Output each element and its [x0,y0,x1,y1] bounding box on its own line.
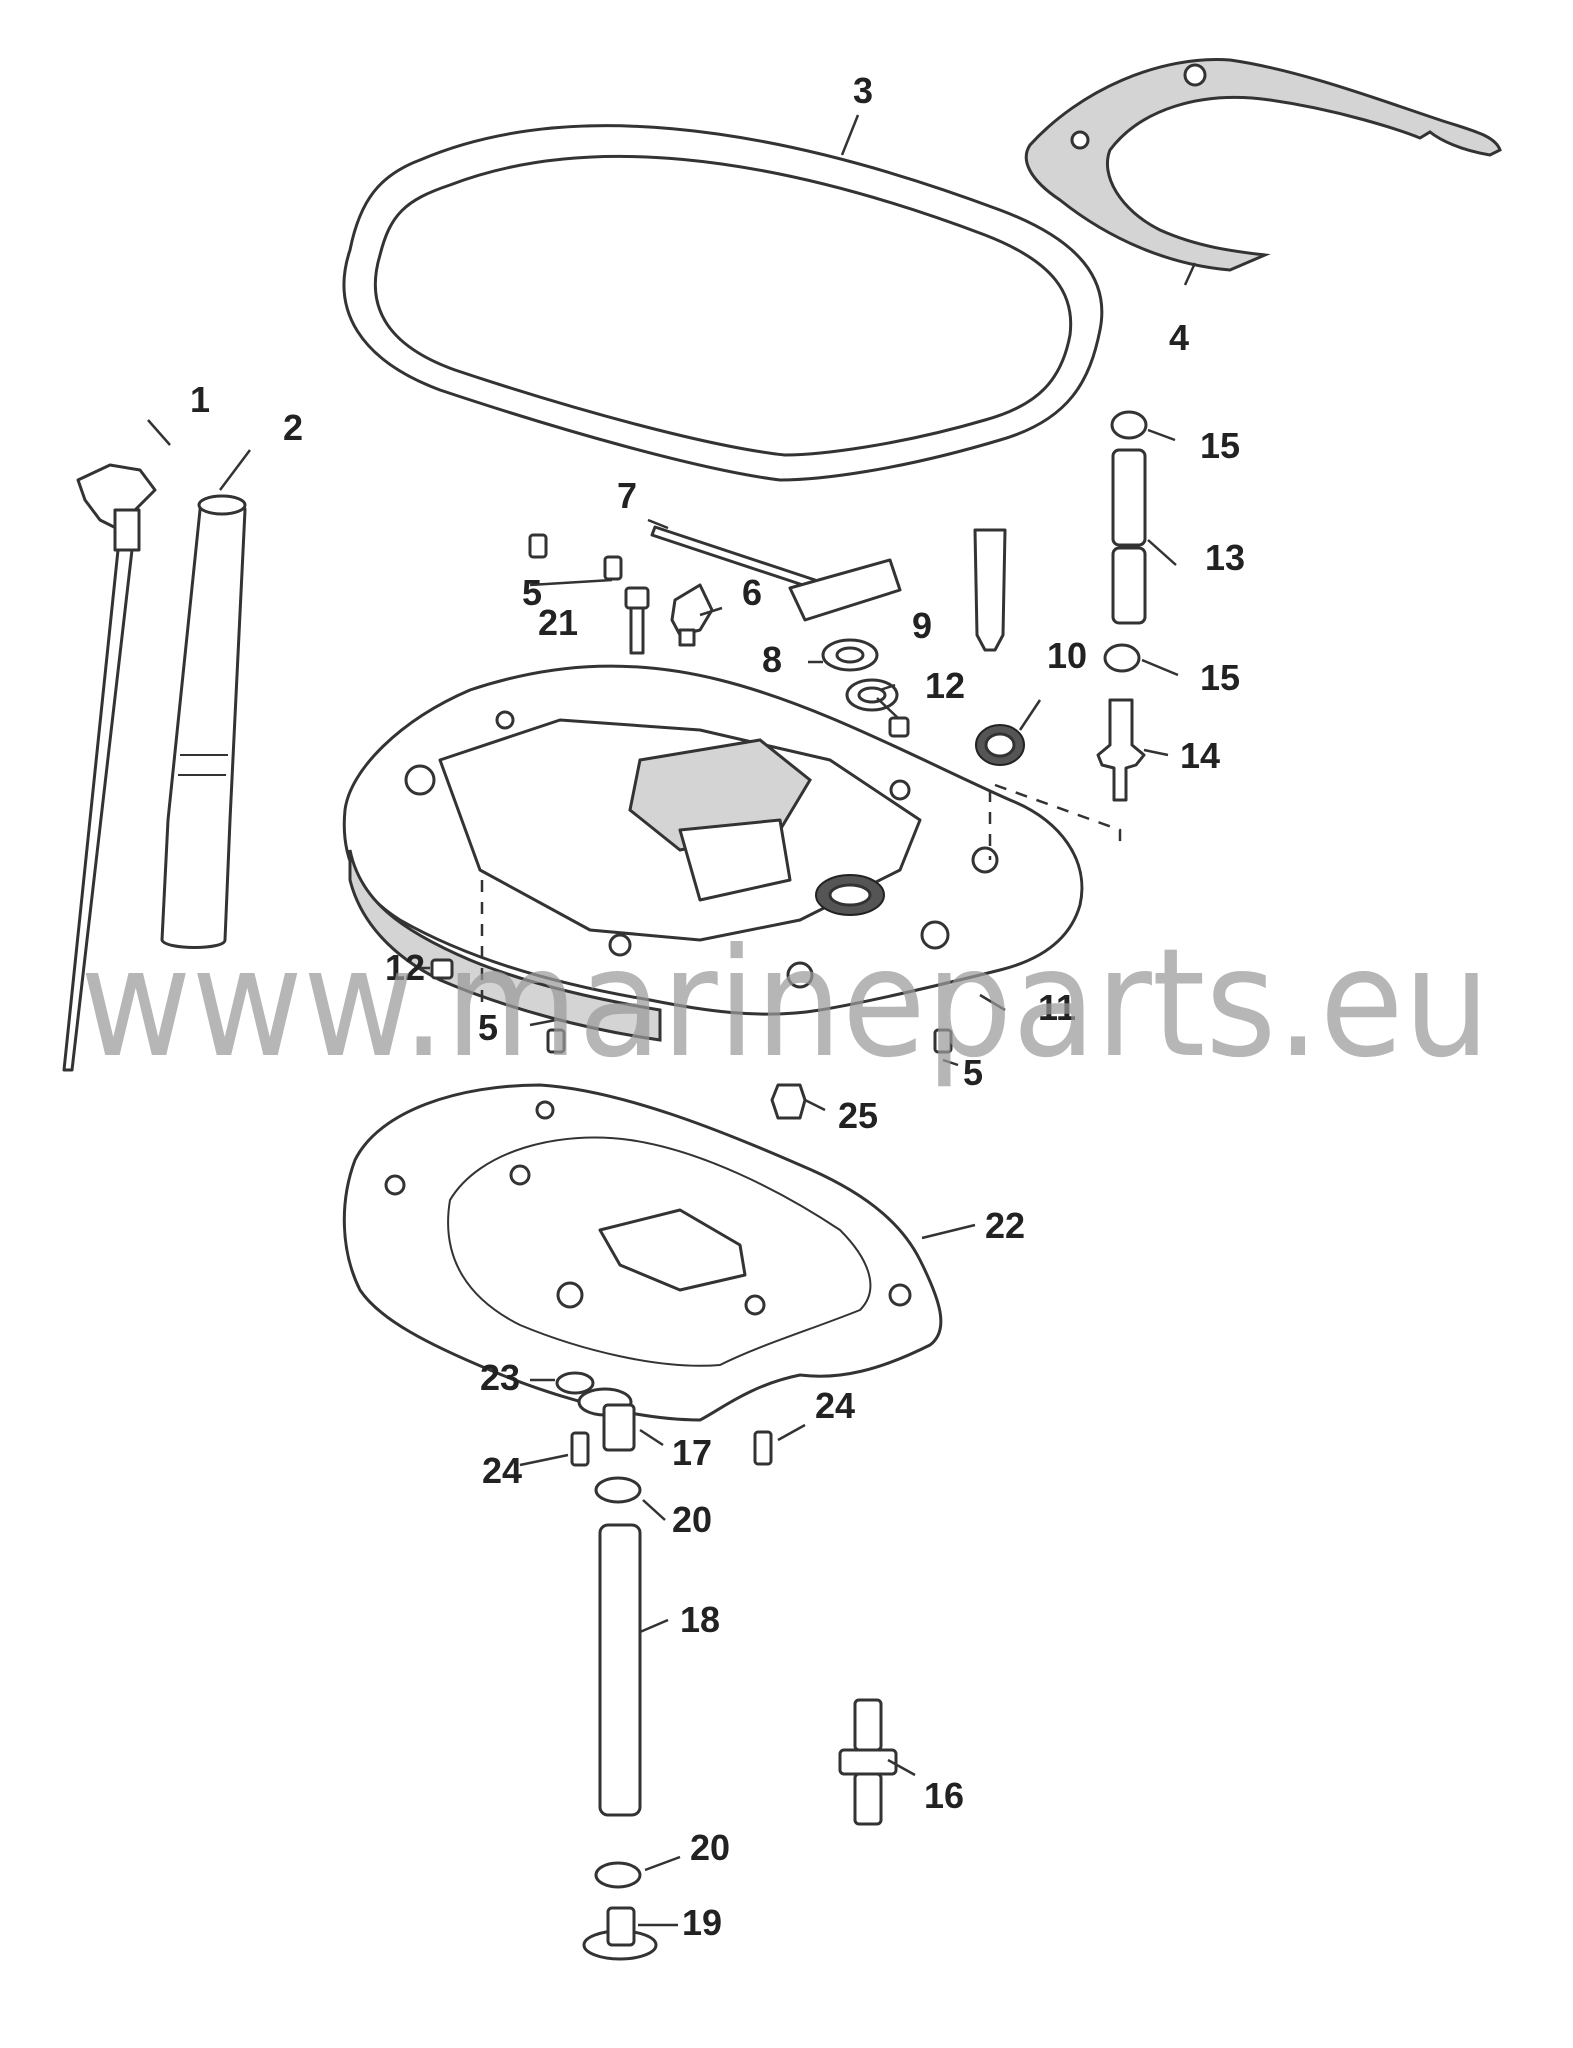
callout-14: 14 [1180,735,1220,776]
part-18-tube[interactable] [598,1523,642,1817]
part-17-fitting[interactable] [577,1387,636,1452]
callout-9: 9 [912,605,932,646]
part-5-dowel-a[interactable] [528,533,548,559]
callout-15b: 15 [1200,657,1240,698]
part-15-clamp-lower[interactable] [1103,643,1141,673]
part-2-dipstick-tube[interactable] [160,494,247,949]
part-21-bolt[interactable] [624,586,650,655]
callout-8: 8 [762,639,782,680]
callout-22: 22 [985,1205,1025,1246]
callout-5b: 5 [478,1007,498,1048]
leader-lines [147,114,1197,1927]
callout-21: 21 [538,602,578,643]
callout-5c: 5 [963,1052,983,1093]
callout-2: 2 [283,407,303,448]
callout-20b: 20 [690,1827,730,1868]
sealant-tube-icon [973,528,1007,652]
part-23-o-ring[interactable] [555,1371,595,1395]
callout-24b: 24 [815,1385,855,1426]
part-5-dowel-d[interactable] [933,1028,953,1054]
part-14-fitting[interactable] [1096,698,1146,802]
part-20-clamp-lower[interactable] [594,1861,642,1889]
callout-7: 7 [617,475,637,516]
callout-5a: 5 [522,572,542,613]
assembly-guide-lines [480,783,1122,1010]
part-15-clamp-upper[interactable] [1110,410,1148,440]
callout-labels: 1 2 3 4 5 5 5 6 7 8 9 10 11 12 12 13 14 … [190,70,1245,1943]
callout-16: 16 [924,1775,964,1816]
part-3-seal[interactable] [342,124,1104,482]
watermark-text: www.marineparts.eu [80,917,1490,1091]
part-11-adapter-plate[interactable] [342,664,1084,1042]
callout-20a: 20 [672,1499,712,1540]
part-5-dowel-c[interactable] [546,1028,566,1054]
part-20-clamp-upper[interactable] [594,1476,642,1504]
callout-10: 10 [1047,635,1087,676]
part-10-grommet[interactable] [975,724,1025,766]
callout-12a: 12 [925,665,965,706]
callout-18: 18 [680,1599,720,1640]
part-8-seal[interactable] [821,638,879,672]
part-1-dipstick[interactable] [62,463,157,1072]
part-9-seal[interactable] [845,678,899,712]
part-24-bolt-right[interactable] [753,1430,773,1466]
callout-1: 1 [190,379,210,420]
part-12-plug-a[interactable] [888,716,910,738]
part-13-tube[interactable] [1111,448,1147,625]
part-24-bolt-left[interactable] [570,1431,590,1467]
callout-25: 25 [838,1095,878,1136]
part-16-fitting[interactable] [838,1698,898,1826]
callout-19: 19 [682,1902,722,1943]
callout-11: 11 [1038,987,1076,1028]
callout-17: 17 [672,1432,712,1473]
part-4-plate[interactable] [1024,58,1502,272]
part-22-gasket[interactable] [342,1083,943,1422]
callout-13: 13 [1205,537,1245,578]
callout-24a: 24 [482,1450,522,1491]
callout-3: 3 [853,70,873,111]
part-7-rod[interactable] [650,525,902,622]
part-6-fitting[interactable] [670,583,714,647]
callout-23: 23 [480,1357,520,1398]
callout-15a: 15 [1200,425,1240,466]
callout-6: 6 [742,572,762,613]
part-5-dowel-b[interactable] [603,555,623,581]
part-19-grommet[interactable] [582,1906,658,1961]
part-12-plug-b[interactable] [430,958,454,980]
part-25-plug[interactable] [770,1083,807,1120]
callout-12b: 12 [385,947,425,988]
callout-4: 4 [1169,317,1189,358]
